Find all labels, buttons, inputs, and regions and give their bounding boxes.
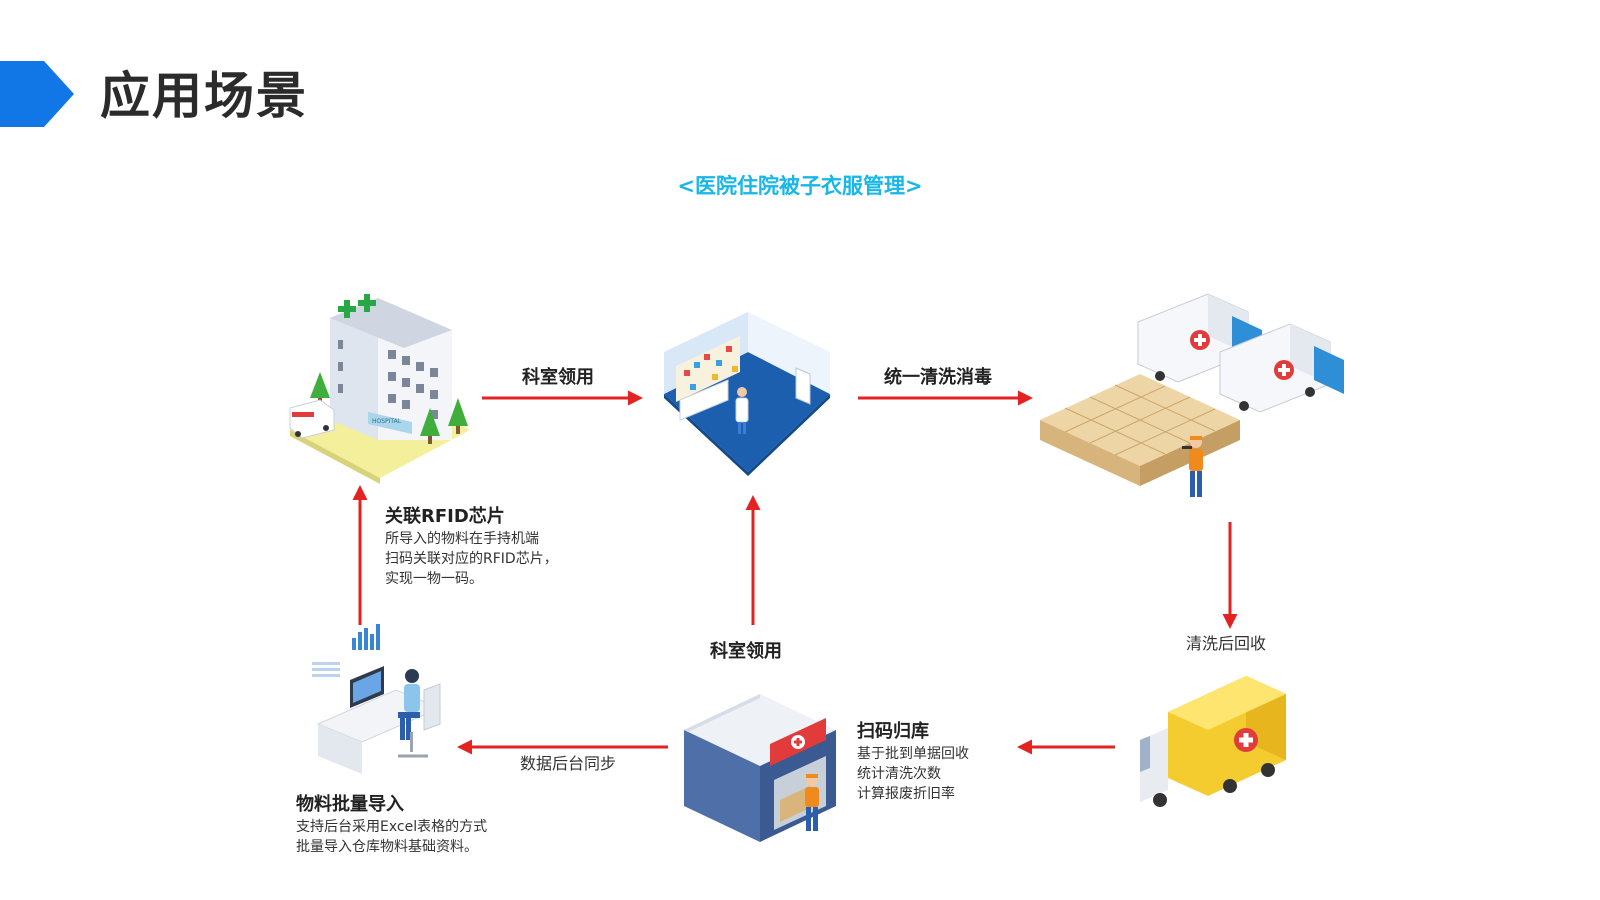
label-after-wash-return: 清洗后回收 [1186,634,1267,653]
label-dept-pickup-bottom: 科室领用 [710,641,782,662]
step-scan-store-line: 基于批到单据回收 [857,746,969,762]
department-room-icon [664,312,830,476]
label-data-sync: 数据后台同步 [520,754,617,773]
step-rfid-line: 实现一物一码。 [385,571,483,587]
step-scan-store-line: 统计清洗次数 [857,766,941,782]
step-scan-store: 扫码归库 基于批到单据回收 统计清洗次数 计算报废折旧率 [857,720,969,804]
header-chevron-icon [0,61,74,127]
step-scan-store-title: 扫码归库 [857,721,929,742]
step-rfid-title: 关联RFID芯片 [385,506,505,527]
step-scan-store-line: 计算报废折旧率 [857,786,955,802]
computer-workstation-icon [312,624,442,774]
warehouse-worker-icon [684,694,836,842]
step-batch-import-line: 批量导入仓库物料基础资料。 [296,839,478,855]
hospital-sign-text: HOSPITAL [372,418,402,425]
step-rfid-line: 扫码关联对应的RFID芯片， [385,551,558,567]
step-rfid-line: 所导入的物料在手持机端 [385,531,539,547]
page-title: 应用场景 [100,67,308,125]
label-dept-pickup-top: 科室领用 [522,367,594,388]
laundry-trucks-boxes-icon [1040,293,1344,497]
step-batch-import-title: 物料批量导入 [296,794,404,815]
step-batch-import: 物料批量导入 支持后台采用Excel表格的方式 批量导入仓库物料基础资料。 [296,793,487,857]
step-batch-import-desc: 支持后台采用Excel表格的方式 批量导入仓库物料基础资料。 [296,817,487,857]
step-scan-store-desc: 基于批到单据回收 统计清洗次数 计算报废折旧率 [857,744,969,804]
label-unified-wash: 统一清洗消毒 [884,367,992,388]
hospital-building-icon: HOSPITAL [289,294,470,484]
delivery-truck-icon [1140,676,1286,807]
diagram-title: <医院住院被子衣服管理> [677,174,923,198]
step-batch-import-line: 支持后台采用Excel表格的方式 [296,819,488,835]
step-rfid-desc: 所导入的物料在手持机端 扫码关联对应的RFID芯片， 实现一物一码。 [385,529,558,589]
step-rfid: 关联RFID芯片 所导入的物料在手持机端 扫码关联对应的RFID芯片， 实现一物… [385,505,558,589]
